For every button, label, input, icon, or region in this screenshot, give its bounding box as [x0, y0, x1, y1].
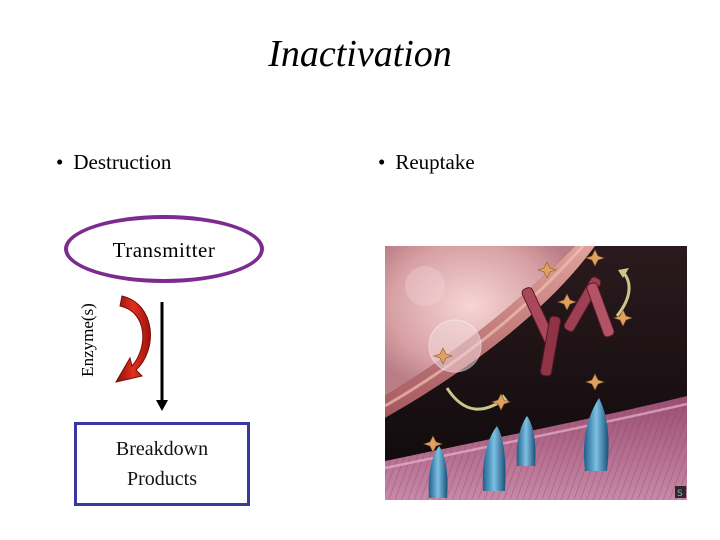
receptor	[516, 416, 536, 466]
bullet-reuptake: • Reuptake	[378, 150, 475, 175]
synaptic-vesicle	[428, 319, 482, 373]
transmitter-molecule	[613, 309, 633, 327]
slide-title: Inactivation	[268, 33, 452, 75]
transmitter-molecule	[491, 393, 511, 411]
bullet-destruction: • Destruction	[56, 150, 171, 175]
synaptic-cleft	[385, 246, 687, 461]
receptor	[428, 446, 448, 498]
transporter	[540, 315, 561, 377]
presynaptic-membrane-edge	[385, 246, 585, 408]
bullet-destruction-label: Destruction	[73, 150, 172, 174]
transmitter-molecule	[537, 261, 557, 279]
reaction-arrows	[114, 295, 168, 411]
receptor	[482, 426, 506, 491]
transmitter-molecule	[433, 347, 453, 365]
postsynaptic-receptors	[428, 398, 609, 498]
corner-badge	[675, 486, 686, 498]
postsynaptic-texture	[385, 396, 687, 500]
synapse-reuptake-illustration: S	[385, 246, 687, 500]
breakdown-products-box: Breakdown Products	[74, 422, 250, 506]
synaptic-vesicle	[405, 266, 445, 306]
corner-glyph: S	[677, 489, 683, 499]
transporter	[586, 282, 615, 338]
enzyme-curved-arrow	[114, 295, 151, 383]
enzyme-label: Enzyme(s)	[78, 303, 98, 377]
breakdown-label-line2: Products	[127, 468, 197, 490]
reuptake-transporters	[521, 276, 615, 377]
breakdown-label-line1: Breakdown	[115, 438, 209, 460]
neurotransmitter-molecules	[423, 249, 633, 453]
receptor	[583, 398, 609, 471]
transmitter-molecule	[585, 249, 605, 267]
transmitter-molecule	[557, 293, 577, 311]
bullet-reuptake-label: Reuptake	[395, 150, 475, 174]
transmitter-molecule	[423, 435, 443, 453]
transmitter-label: Transmitter	[112, 238, 216, 262]
bullet-marker: •	[378, 150, 386, 174]
transmitter-ellipse	[64, 215, 264, 283]
reaction-arrow-head	[156, 400, 168, 411]
transmitter-molecule	[585, 373, 605, 391]
reuptake-arrow-head	[618, 268, 629, 278]
postsynaptic-membrane-edge	[385, 402, 687, 470]
bullet-marker: •	[56, 150, 64, 174]
